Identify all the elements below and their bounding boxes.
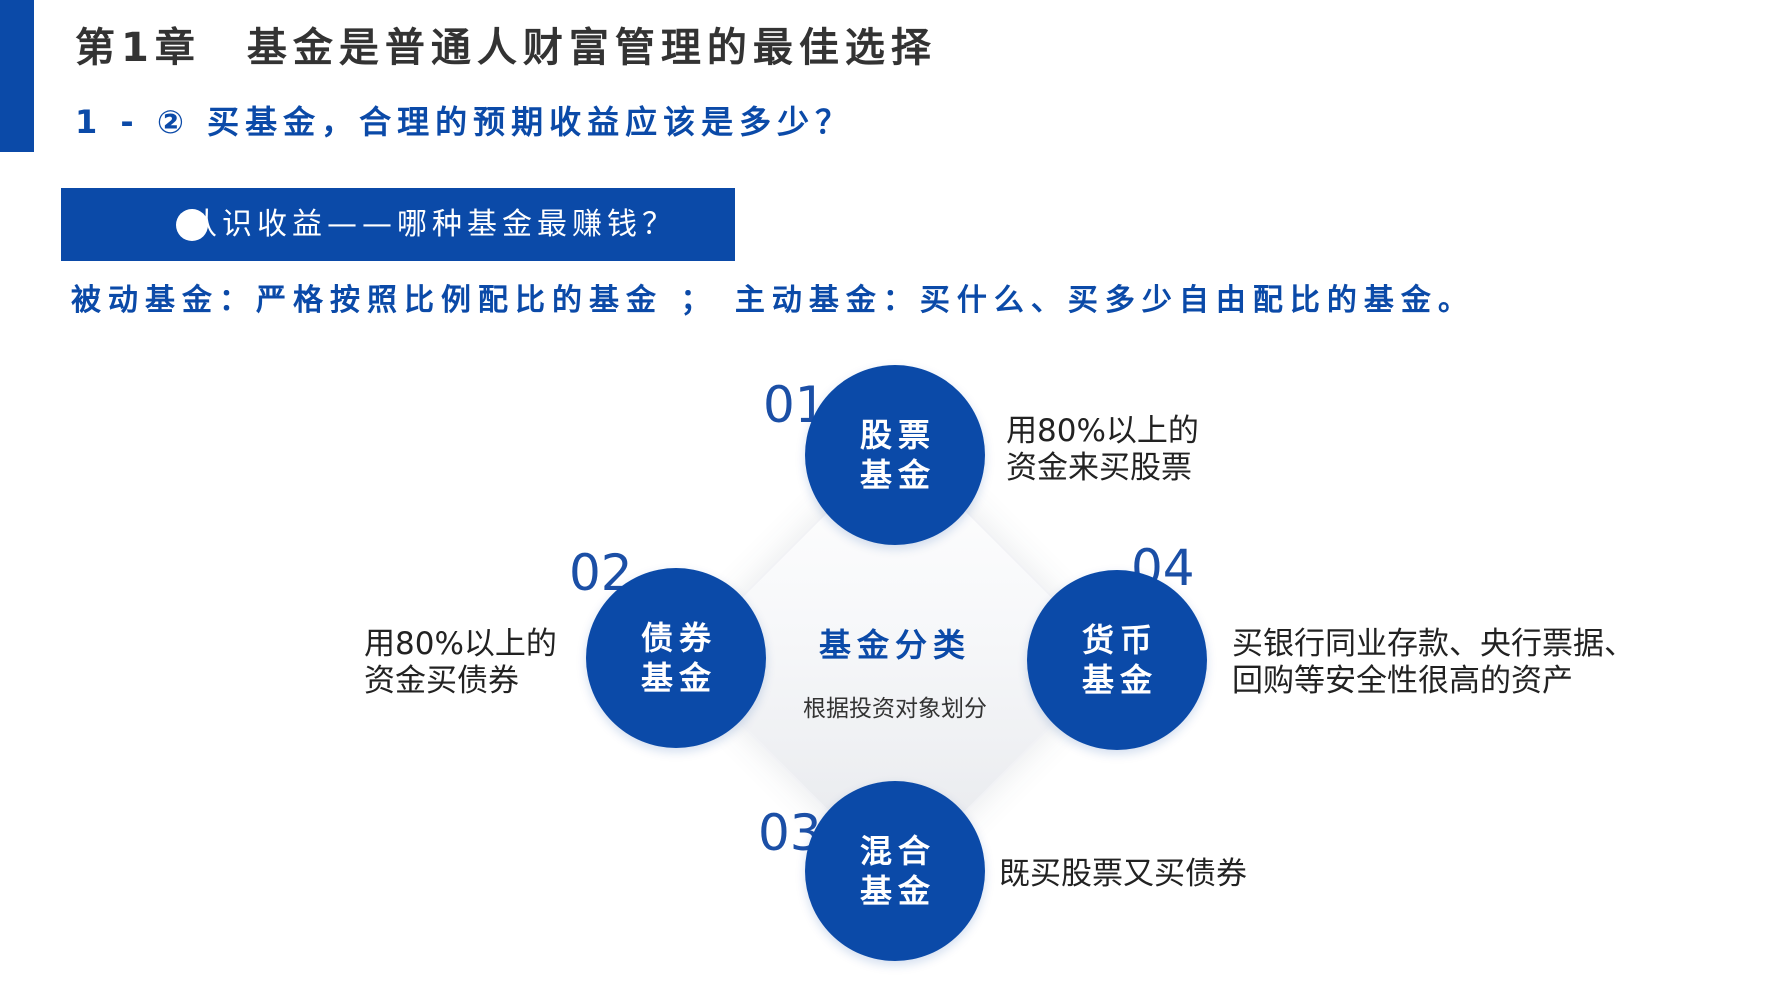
- section-banner: 认识收益——哪种基金最赚钱？: [61, 188, 735, 261]
- stock-fund-description: 用80%以上的 资金来买股票: [1006, 413, 1199, 487]
- hybrid-fund-circle: 混合 基金: [805, 781, 985, 961]
- bond-fund-circle: 债券 基金: [586, 568, 766, 748]
- side-accent-bar: [0, 0, 34, 152]
- description-line: 回购等安全性很高的资产: [1232, 663, 1573, 699]
- circle-label-line2: 基金: [859, 872, 936, 910]
- section-subtitle: 1 - ② 买基金，合理的预期收益应该是多少？: [75, 103, 854, 141]
- diagram-center-title: 基金分类: [818, 626, 971, 664]
- money-fund-description: 买银行同业存款、央行票据、 回购等安全性很高的资产: [1232, 626, 1635, 700]
- description-line: 用80%以上的: [1006, 413, 1199, 449]
- stock-fund-circle: 股票 基金: [805, 365, 985, 545]
- description-line: 买银行同业存款、央行票据、: [1232, 626, 1635, 662]
- circle-label-line1: 债券: [640, 619, 717, 657]
- description-line: 用80%以上的: [364, 626, 557, 662]
- circle-label-line2: 基金: [859, 456, 936, 494]
- circle-label-line2: 基金: [1081, 661, 1158, 699]
- description-line: 既买股票又买债券: [999, 856, 1247, 892]
- banner-text: 认识收益——哪种基金最赚钱？: [187, 207, 677, 242]
- money-fund-circle: 货币 基金: [1027, 570, 1207, 750]
- circle-label-line1: 股票: [859, 416, 936, 454]
- fund-definition: 被动基金：严格按照比例配比的基金 ； 主动基金：买什么、买多少自由配比的基金。: [71, 283, 1475, 318]
- description-line: 资金买债券: [364, 663, 519, 699]
- circle-label-line1: 货币: [1081, 621, 1158, 659]
- bullet-dot-icon: [176, 209, 208, 241]
- chapter-title: 第1章 基金是普通人财富管理的最佳选择: [75, 25, 937, 71]
- circle-label-line2: 基金: [640, 659, 717, 697]
- hybrid-fund-description: 既买股票又买债券: [999, 856, 1247, 893]
- circle-label-line1: 混合: [859, 832, 936, 870]
- description-line: 资金来买股票: [1006, 450, 1192, 486]
- diagram-center-subtitle: 根据投资对象划分: [803, 696, 987, 722]
- bond-fund-description: 用80%以上的 资金买债券: [364, 626, 557, 700]
